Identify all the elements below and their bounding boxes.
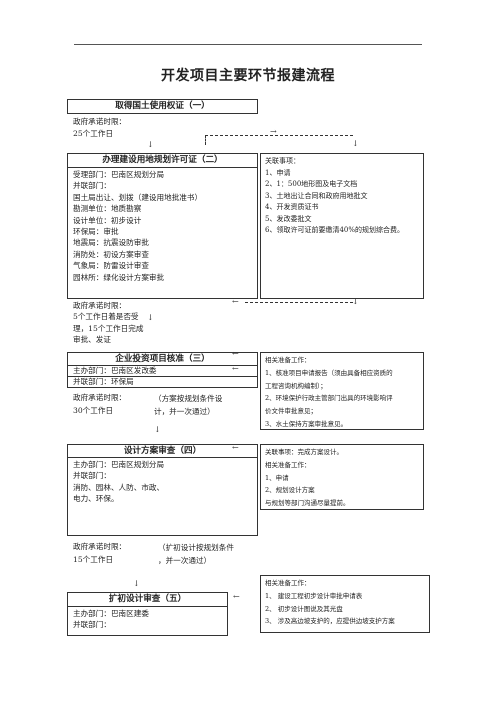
step4-box: 设计方案审查（四） 主办部门：巴南区规划分局 并联部门： 消防、园林、人防、市政… bbox=[67, 444, 258, 536]
left-arrow-icon: ← bbox=[232, 443, 239, 452]
step5-joint: 并联部门： bbox=[73, 620, 111, 630]
step4-related-box: 关联事项：完成方案设计。 相关准备工作： 1、申请 2、规划设计方案 与规划等部… bbox=[260, 444, 424, 510]
related-line: 关联事项： bbox=[265, 157, 300, 165]
related-line: 4、开发资质证书 bbox=[265, 203, 319, 211]
left-arrow-icon: ← bbox=[233, 592, 240, 601]
down-arrow-icon: ↓ bbox=[133, 579, 140, 588]
down-arrow-icon: ↓ bbox=[352, 297, 359, 306]
related-line: 5、发改委批文 bbox=[265, 214, 312, 223]
condition-line: （扩初设计按规划条件 bbox=[158, 543, 234, 552]
step2-line: 园林所：绿化设计方案审批 bbox=[73, 272, 165, 282]
related-line: 6、领取许可证前要缴清40%的规划综合费。 bbox=[265, 226, 405, 234]
dashed-connector bbox=[205, 135, 353, 145]
step2-line: 设计单位：初步设计 bbox=[73, 215, 142, 225]
divider bbox=[68, 365, 257, 366]
related-line: 3、土地出让合同和政府用地批文 bbox=[265, 191, 368, 200]
divider bbox=[68, 457, 257, 458]
right-arrow-icon: → bbox=[270, 127, 277, 136]
related-line: 2、 初步设计图说及其光盘 bbox=[265, 604, 343, 613]
step4-line: 电力、环保。 bbox=[73, 494, 119, 504]
step3-box: 企业投资项目核准（三） 主办部门：巴南区发改委 并联部门：环保局 bbox=[67, 352, 258, 388]
related-line: 2、环境保护行政主管部门出具的环境影响评 bbox=[265, 394, 393, 403]
step5-related-box: 相关准备工作： 1、 建设工程初步设计审批申请表 2、 初步设计图说及其光盘 3… bbox=[260, 575, 430, 633]
down-arrow-icon: ↓ bbox=[154, 425, 161, 434]
left-arrow-icon: ← bbox=[232, 364, 239, 373]
down-arrow-icon: ↓ bbox=[352, 139, 359, 148]
condition-line: （方案按规划条件设 bbox=[154, 394, 223, 403]
divider bbox=[68, 376, 257, 377]
step2-line: 勘测单位：地质勘察 bbox=[73, 204, 142, 214]
condition-line: 计，并一次通过） bbox=[154, 407, 215, 416]
step3-header: 企业投资项目核准（三） bbox=[115, 354, 210, 364]
step5-header: 扩初设计审查（五） bbox=[108, 594, 187, 604]
related-line: 相关准备工作： bbox=[265, 579, 311, 587]
divider bbox=[68, 606, 227, 607]
related-line: 价文件审批意见； bbox=[265, 407, 317, 416]
step4-condition: （扩初设计按规划条件 ，并一次通过） bbox=[158, 541, 234, 567]
down-arrow-icon: ↓ bbox=[147, 140, 154, 149]
step3-time-label: 政府承诺时限： bbox=[73, 393, 127, 402]
condition-line: ，并一次通过） bbox=[158, 556, 212, 565]
step2-time-line: 5个工作日着是否受 bbox=[73, 312, 139, 322]
top-rule bbox=[74, 44, 422, 45]
step4-time-label: 政府承诺时限： bbox=[73, 542, 127, 551]
step1-time-value: 25个工作日 bbox=[73, 129, 114, 138]
related-line: 工程咨询机构编制）； bbox=[265, 381, 327, 390]
step2-line: 环保局：审批 bbox=[73, 227, 119, 237]
related-line: 1、 建设工程初步设计审批申请表 bbox=[265, 591, 363, 600]
step1-header-box: 取得国土使用权证（一） bbox=[67, 99, 258, 114]
left-arrow-icon: ← bbox=[232, 349, 239, 358]
step2-header: 办理建设用地规划许可证（二） bbox=[102, 155, 223, 165]
related-line: 2、规划设计方案 bbox=[265, 486, 315, 495]
step5-host: 主办部门：巴南区建委 bbox=[73, 609, 149, 618]
related-line: 相关准备工作： bbox=[265, 356, 311, 364]
related-line: 3、 涉及高边坡支护的，应提供边坡支护方案 bbox=[265, 617, 395, 626]
step3-condition: （方案按规划条件设 计，并一次通过） bbox=[154, 392, 222, 418]
step2-line: 地震局：抗震设防审批 bbox=[73, 238, 149, 248]
step2-time-line: 理，15个工作日完成 bbox=[73, 323, 144, 333]
step2-box: 办理建设用地规划许可证（二） 受理部门：巴南区规划分局 并联部门： 国土局出让、… bbox=[67, 153, 258, 299]
step2-line: 消防处：初设方案审查 bbox=[73, 249, 149, 259]
step4-header: 设计方案审查（四） bbox=[123, 446, 202, 456]
down-arrow-icon: ↓ bbox=[147, 313, 154, 322]
step2-related-box: 关联事项： 1、申请 2、1：500地形图及电子文档 3、土地出让合同和政府用地… bbox=[260, 153, 424, 299]
related-line: 2、1：500地形图及电子文档 bbox=[265, 180, 358, 188]
step1-header: 取得国土使用权证（一） bbox=[115, 101, 210, 111]
step2-time-line: 政府承诺时限： bbox=[73, 301, 127, 310]
related-line: 相关准备工作： bbox=[265, 460, 311, 469]
step4-time-value: 15个工作日 bbox=[73, 555, 114, 564]
step4-line: 主办部门：巴南区规划分局 bbox=[73, 460, 165, 469]
step2-line: 气象局：防雷设计审查 bbox=[73, 261, 149, 271]
related-line: 1、核准项目申请报告（须由具备相应资质的 bbox=[265, 368, 393, 377]
step3-related-box: 相关准备工作： 1、核准项目申请报告（须由具备相应资质的 工程咨询机构编制）； … bbox=[260, 352, 424, 430]
divider bbox=[68, 167, 257, 168]
step3-host: 主办部门：巴南区发改委 bbox=[73, 366, 157, 375]
step2-line: 国土局出让、划拨（建设用地批准书） bbox=[73, 192, 203, 202]
related-line: 1、申请 bbox=[265, 168, 291, 177]
page-title: 开发项目主要环节报建流程 bbox=[161, 68, 335, 84]
step2-time: 政府承诺时限： 5个工作日着是否受 理，15个工作日完成 审批、发证 bbox=[73, 300, 143, 346]
step2-line: 并联部门： bbox=[73, 181, 111, 191]
step4-line: 消防、园林、人防、市政、 bbox=[73, 482, 165, 492]
step3-joint: 并联部门：环保局 bbox=[73, 377, 134, 386]
step2-time-line: 审批、发证 bbox=[73, 335, 111, 345]
related-line: 与规划等部门沟通尽量提前。 bbox=[265, 499, 350, 508]
step5-box: 扩初设计审查（五） 主办部门：巴南区建委 并联部门： bbox=[67, 592, 228, 636]
related-line: 1、申请 bbox=[265, 473, 289, 482]
related-line: 关联事项：完成方案设计。 bbox=[265, 448, 343, 456]
related-line: 3、水土保持方案审批意见。 bbox=[265, 419, 348, 428]
left-arrow-icon: ← bbox=[232, 297, 239, 306]
step1-time-label: 政府承诺时限： bbox=[73, 117, 127, 126]
step3-time-value: 30个工作日 bbox=[73, 406, 114, 415]
step4-line: 并联部门： bbox=[73, 471, 111, 481]
dashed-return bbox=[245, 302, 353, 303]
step2-line: 受理部门：巴南区规划分局 bbox=[73, 170, 165, 179]
